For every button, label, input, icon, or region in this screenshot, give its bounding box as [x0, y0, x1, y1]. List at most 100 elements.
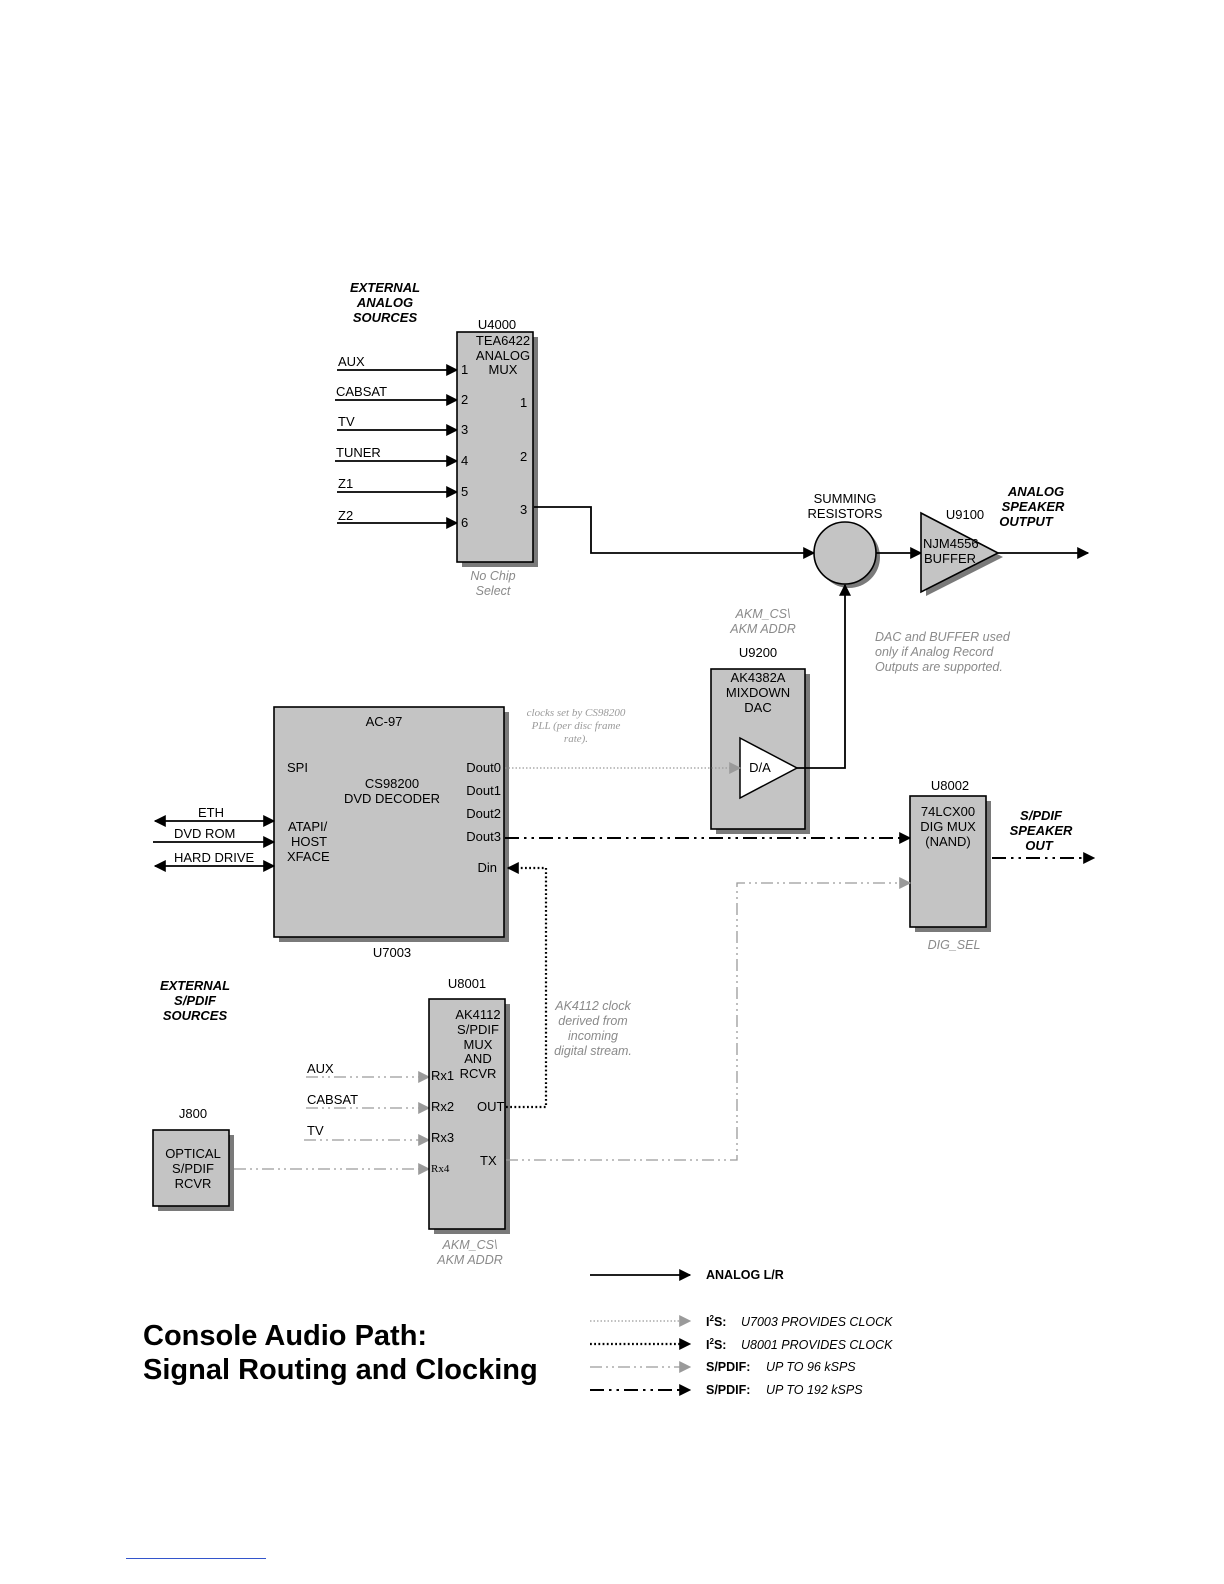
svg-text:BUFFER: BUFFER — [924, 551, 976, 566]
svg-text:MIXDOWN: MIXDOWN — [726, 685, 790, 700]
svg-text:U9100: U9100 — [946, 507, 984, 522]
svg-text:Rx1: Rx1 — [431, 1068, 454, 1083]
svg-text:Rx3: Rx3 — [431, 1130, 454, 1145]
svg-text:derived from: derived from — [558, 1014, 627, 1028]
analog-mux-output-line — [534, 506, 816, 559]
analog-input-label: Z2 — [338, 508, 353, 523]
svg-text:NJM4556: NJM4556 — [923, 536, 979, 551]
svg-text:1: 1 — [520, 395, 527, 410]
svg-text:D/A: D/A — [749, 760, 771, 775]
svg-text:PLL (per disc frame: PLL (per disc frame — [531, 720, 621, 732]
svg-text:S/PDIF: S/PDIF — [172, 1161, 214, 1176]
svg-text:MUX: MUX — [464, 1037, 493, 1052]
svg-text:Dout0: Dout0 — [466, 760, 501, 775]
svg-text:EXTERNAL: EXTERNAL — [160, 978, 230, 993]
analog-input-lines: AUX CABSAT TV TUNER Z1 Z2 — [335, 354, 459, 529]
legend-i2s-label: I2S: — [706, 1337, 726, 1352]
legend-spdif96-desc: UP TO 96 kSPS — [766, 1360, 856, 1374]
svg-text:74LCX00: 74LCX00 — [921, 804, 975, 819]
svg-text:EXTERNAL: EXTERNAL — [350, 280, 420, 295]
clock-note: clocks set by CS98200 PLL (per disc fram… — [527, 707, 626, 745]
svg-text:RESISTORS: RESISTORS — [808, 506, 883, 521]
u4000-analog-mux: U4000 TEA6422 ANALOG MUX 1 2 3 4 5 6 1 2… — [456, 317, 538, 567]
svg-text:OUT: OUT — [1025, 838, 1054, 853]
svg-text:OUT: OUT — [477, 1099, 505, 1114]
dac-buffer-note: DAC and BUFFER used only if Analog Recor… — [875, 630, 1011, 674]
analog-input-label: Z1 — [338, 476, 353, 491]
svg-text:AKM_CS\: AKM_CS\ — [735, 607, 791, 621]
analog-input-label: TUNER — [336, 445, 381, 460]
svg-text:U8001: U8001 — [448, 976, 486, 991]
svg-text:RCVR: RCVR — [460, 1066, 497, 1081]
svg-text:AC-97: AC-97 — [366, 714, 403, 729]
u9100-buffer: U9100 NJM4556 BUFFER — [920, 507, 1003, 596]
external-spdif-heading: EXTERNAL S/PDIF SOURCES — [160, 978, 230, 1023]
svg-text:AKM ADDR: AKM ADDR — [436, 1253, 503, 1267]
analog-speaker-output-label: ANALOG SPEAKER OUTPUT — [999, 484, 1065, 529]
svg-text:SPI: SPI — [287, 760, 308, 775]
svg-text:DIG MUX: DIG MUX — [920, 819, 976, 834]
svg-text:Rx4: Rx4 — [431, 1163, 450, 1175]
svg-text:AND: AND — [464, 1051, 491, 1066]
svg-text:XFACE: XFACE — [287, 849, 330, 864]
svg-text:6: 6 — [461, 515, 468, 530]
legend-i2s-label: I2S: — [706, 1314, 726, 1329]
legend-spdif-label: S/PDIF: — [706, 1383, 750, 1397]
svg-text:TEA6422: TEA6422 — [476, 333, 530, 348]
legend-spdif192-desc: UP TO 192 kSPS — [766, 1383, 863, 1397]
spdif-speaker-out-label: S/PDIF SPEAKER OUT — [1010, 808, 1073, 853]
svg-text:No Chip: No Chip — [470, 569, 515, 583]
svg-text:Rx2: Rx2 — [431, 1099, 454, 1114]
legend-spdif-label: S/PDIF: — [706, 1360, 750, 1374]
svg-text:clocks set by CS98200: clocks set by CS98200 — [527, 707, 626, 719]
svg-text:U7003: U7003 — [373, 945, 411, 960]
u9200-ctl-note: AKM_CS\ AKM ADDR — [729, 607, 796, 636]
page-title: Console Audio Path: Signal Routing and C… — [143, 1320, 538, 1386]
svg-text:AK4112: AK4112 — [455, 1007, 500, 1022]
u8001-ctl-note: AKM_CS\ AKM ADDR — [436, 1238, 503, 1267]
svg-text:SOURCES: SOURCES — [163, 1008, 228, 1023]
u8001-tx-to-u8002-line — [506, 877, 912, 1161]
legend-i2s-u8001-desc: U8001 PROVIDES CLOCK — [741, 1338, 893, 1352]
svg-text:SOURCES: SOURCES — [353, 310, 418, 325]
svg-text:Console Audio Path:: Console Audio Path: — [143, 1320, 427, 1352]
summing-resistors: SUMMING RESISTORS — [808, 491, 883, 588]
u8002-dig-mux: U8002 74LCX00 DIG MUX (NAND) DIG_SEL — [909, 778, 991, 952]
svg-text:TX: TX — [480, 1153, 497, 1168]
svg-text:ANALOG: ANALOG — [356, 295, 413, 310]
svg-text:OUTPUT: OUTPUT — [999, 514, 1054, 529]
svg-text:Outputs are supported.: Outputs are supported. — [875, 660, 1003, 674]
svg-text:SPEAKER: SPEAKER — [1010, 823, 1073, 838]
svg-text:only if Analog Record: only if Analog Record — [875, 645, 994, 659]
host-line-label: ETH — [198, 805, 224, 820]
ak4112-clock-note: AK4112 clock derived from incoming digit… — [554, 999, 632, 1058]
svg-text:DVD DECODER: DVD DECODER — [344, 791, 440, 806]
svg-text:OPTICAL: OPTICAL — [165, 1146, 221, 1161]
spdif-input-lines: AUX CABSAT TV — [234, 1061, 431, 1175]
svg-text:incoming: incoming — [568, 1029, 618, 1043]
dac-to-summing-line — [797, 583, 851, 769]
svg-text:SPEAKER: SPEAKER — [1002, 499, 1065, 514]
svg-text:ANALOG: ANALOG — [476, 348, 530, 363]
svg-text:AK4112 clock: AK4112 clock — [554, 999, 631, 1013]
spdif-input-label: CABSAT — [307, 1092, 358, 1107]
svg-text:AK4382A: AK4382A — [731, 670, 786, 685]
legend-analog-label: ANALOG L/R — [706, 1268, 784, 1282]
svg-text:MUX: MUX — [489, 362, 518, 377]
analog-input-label: CABSAT — [336, 384, 387, 399]
host-line-label: HARD DRIVE — [174, 850, 255, 865]
analog-input-label: AUX — [338, 354, 365, 369]
spdif-input-label: TV — [307, 1123, 324, 1138]
svg-text:rate).: rate). — [564, 733, 588, 745]
svg-text:(NAND): (NAND) — [925, 834, 971, 849]
svg-text:CS98200: CS98200 — [365, 776, 419, 791]
svg-text:4: 4 — [461, 453, 468, 468]
svg-text:RCVR: RCVR — [175, 1176, 212, 1191]
u7003-dvd-decoder: AC-97 SPI CS98200 DVD DECODER ATAPI/ HOS… — [273, 706, 509, 960]
legend: ANALOG L/R I2S: U7003 PROVIDES CLOCK I2S… — [590, 1268, 893, 1397]
j800-optical-rcvr: J800 OPTICAL S/PDIF RCVR — [152, 1106, 234, 1211]
svg-text:U8002: U8002 — [931, 778, 969, 793]
svg-text:3: 3 — [520, 502, 527, 517]
svg-text:5: 5 — [461, 484, 468, 499]
